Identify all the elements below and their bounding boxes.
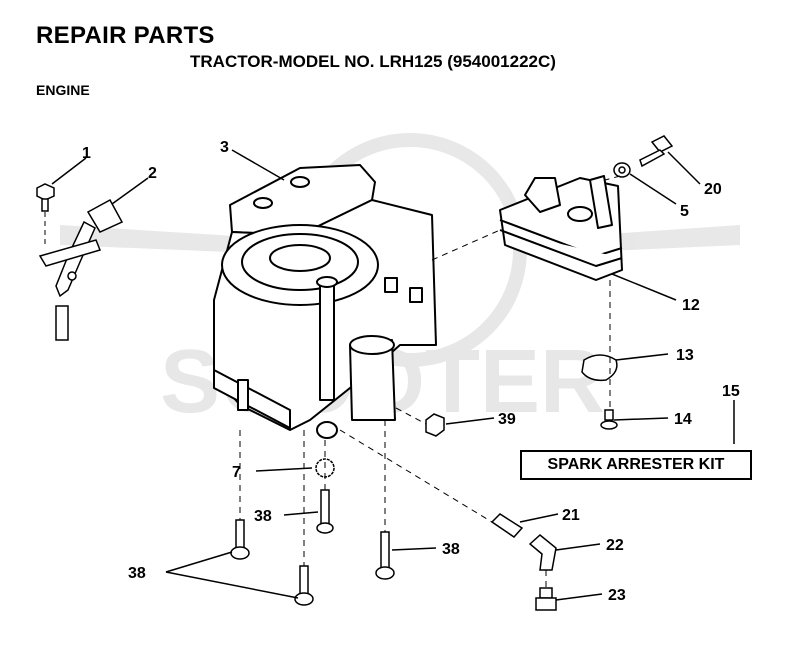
- callout-1: 1: [82, 145, 91, 162]
- muffler-part-12: [499, 175, 623, 281]
- callout-38-a: 38: [254, 508, 272, 525]
- callout-23: 23: [608, 587, 626, 604]
- section-label: ENGINE: [36, 82, 90, 98]
- assembly-lines: [239, 175, 621, 588]
- callout-15: 15: [722, 383, 740, 400]
- washer-part-5: [613, 162, 631, 178]
- callout-39: 39: [498, 411, 516, 428]
- spark-arrester-kit-label: SPARK ARRESTER KIT: [520, 450, 752, 480]
- plug-part-23: [535, 587, 557, 611]
- throttle-bracket-part-2: [38, 198, 124, 341]
- engine-part-3: [213, 164, 437, 439]
- spark-arrester-part-13: [581, 354, 618, 382]
- callout-13: 13: [676, 347, 694, 364]
- callout-12: 12: [682, 297, 700, 314]
- callout-5: 5: [680, 203, 689, 220]
- nut-part-39: [425, 413, 445, 437]
- callout-7: 7: [232, 464, 241, 481]
- callout-3: 3: [220, 139, 229, 156]
- callout-21: 21: [562, 507, 580, 524]
- callout-22: 22: [606, 537, 624, 554]
- nipple-part-21: [490, 513, 524, 538]
- bolt-part-20: [639, 135, 674, 168]
- screw-part-14: [600, 409, 618, 430]
- callout-20: 20: [704, 181, 722, 198]
- callout-38-c: 38: [128, 565, 146, 582]
- page-title: REPAIR PARTS: [36, 22, 215, 49]
- callout-14: 14: [674, 411, 692, 428]
- leader-lines: [51, 149, 735, 601]
- elbow-part-22: [528, 534, 557, 571]
- callout-2: 2: [148, 165, 157, 182]
- callout-38-b: 38: [442, 541, 460, 558]
- model-subtitle: TRACTOR-MODEL NO. LRH125 (954001222C): [190, 52, 556, 71]
- bolt-part-1: [36, 183, 55, 212]
